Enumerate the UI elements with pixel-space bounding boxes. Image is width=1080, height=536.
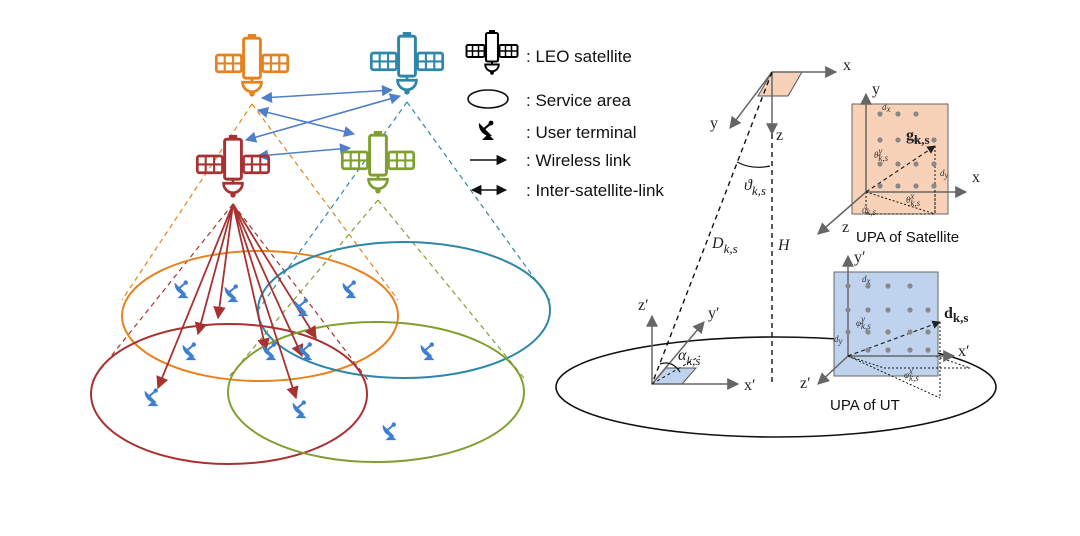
- legend-service-area: : Service area: [526, 91, 631, 110]
- constellation-scene: [90, 32, 551, 465]
- legend-wireless-link: : Wireless link: [526, 151, 631, 170]
- satellite-dish-icon: [381, 421, 398, 442]
- inter-satellite-links: [244, 85, 402, 161]
- upa-ut-caption: UPA of UT: [830, 397, 900, 414]
- vector-g-ks: gk,s: [906, 127, 930, 147]
- ut-spacing-dy-label: dy: [834, 334, 843, 346]
- sat-y-label: y: [710, 115, 718, 132]
- spacing-dy-label: dy: [940, 168, 949, 180]
- legend-user-terminal: : User terminal: [526, 123, 637, 142]
- sat-z-label: z: [776, 127, 783, 144]
- satellite-icon-red: [195, 135, 271, 198]
- legend-isl: : Inter-satellite-link: [526, 181, 664, 200]
- upa-ut-y-label: y′: [854, 249, 866, 266]
- upa-sat-x-label: x: [972, 169, 980, 186]
- legend: : LEO satellite : Service area : User te…: [465, 30, 664, 200]
- satellite-icon: [465, 30, 519, 75]
- service-area-icon: [467, 89, 509, 109]
- geometry-scene: x y z ϑk,s Dk,s H z′ y′ x′ αk,s: [555, 57, 997, 438]
- service-area-red: [90, 323, 368, 465]
- var-theta-ks-label: ϑk,s: [862, 205, 877, 217]
- satellite-dish-icon: [477, 119, 496, 142]
- spacing-dx-label: dx: [882, 102, 891, 114]
- satellite-dish-icon: [419, 341, 436, 362]
- distance-line: [651, 71, 773, 385]
- upa-ut-z-label: z′: [800, 375, 811, 392]
- upa-sat-z-label: z: [842, 219, 849, 236]
- ut-spacing-dx-label: dx: [862, 274, 871, 286]
- satellite-icon-teal: [369, 32, 445, 95]
- service-area-orange: [121, 250, 399, 382]
- vector-d-ks: dk,s: [944, 305, 968, 325]
- service-area-green: [227, 321, 525, 463]
- sat-x-label: x: [843, 57, 851, 74]
- ut-z-label: z′: [638, 297, 649, 314]
- alpha-ks-symbol: αk,s: [678, 347, 701, 368]
- satellite-dish-icon: [143, 387, 160, 408]
- coverage-cone-teal: [257, 101, 551, 311]
- satellite-dish-icon: [293, 297, 310, 318]
- upa-ut-x-label: x′: [958, 343, 970, 360]
- satellite-dish-icon: [181, 341, 198, 362]
- theta-ks-symbol: ϑk,s: [744, 177, 766, 198]
- satellite-dish-icon: [173, 279, 190, 300]
- distance-dks-symbol: Dk,s: [711, 235, 738, 256]
- legend-leo-satellite: : LEO satellite: [526, 47, 632, 66]
- coverage-cone-green: [227, 199, 525, 379]
- service-area-teal: [257, 241, 551, 379]
- height-h-symbol: H: [777, 237, 791, 254]
- ground-ellipse: [555, 336, 997, 438]
- ut-x-label: x′: [744, 377, 756, 394]
- wireless-links: [156, 203, 317, 400]
- satellite-dish-icon: [223, 283, 240, 304]
- upa-sat-y-label: y: [872, 81, 880, 98]
- satellite-dish-icon: [291, 399, 308, 420]
- satellite-icon-green: [340, 131, 416, 194]
- satellite-dish-icon: [341, 279, 358, 300]
- satellite-icon-orange: [214, 34, 290, 97]
- upa-satellite-caption: UPA of Satellite: [856, 229, 959, 246]
- ut-y-label: y′: [708, 305, 720, 322]
